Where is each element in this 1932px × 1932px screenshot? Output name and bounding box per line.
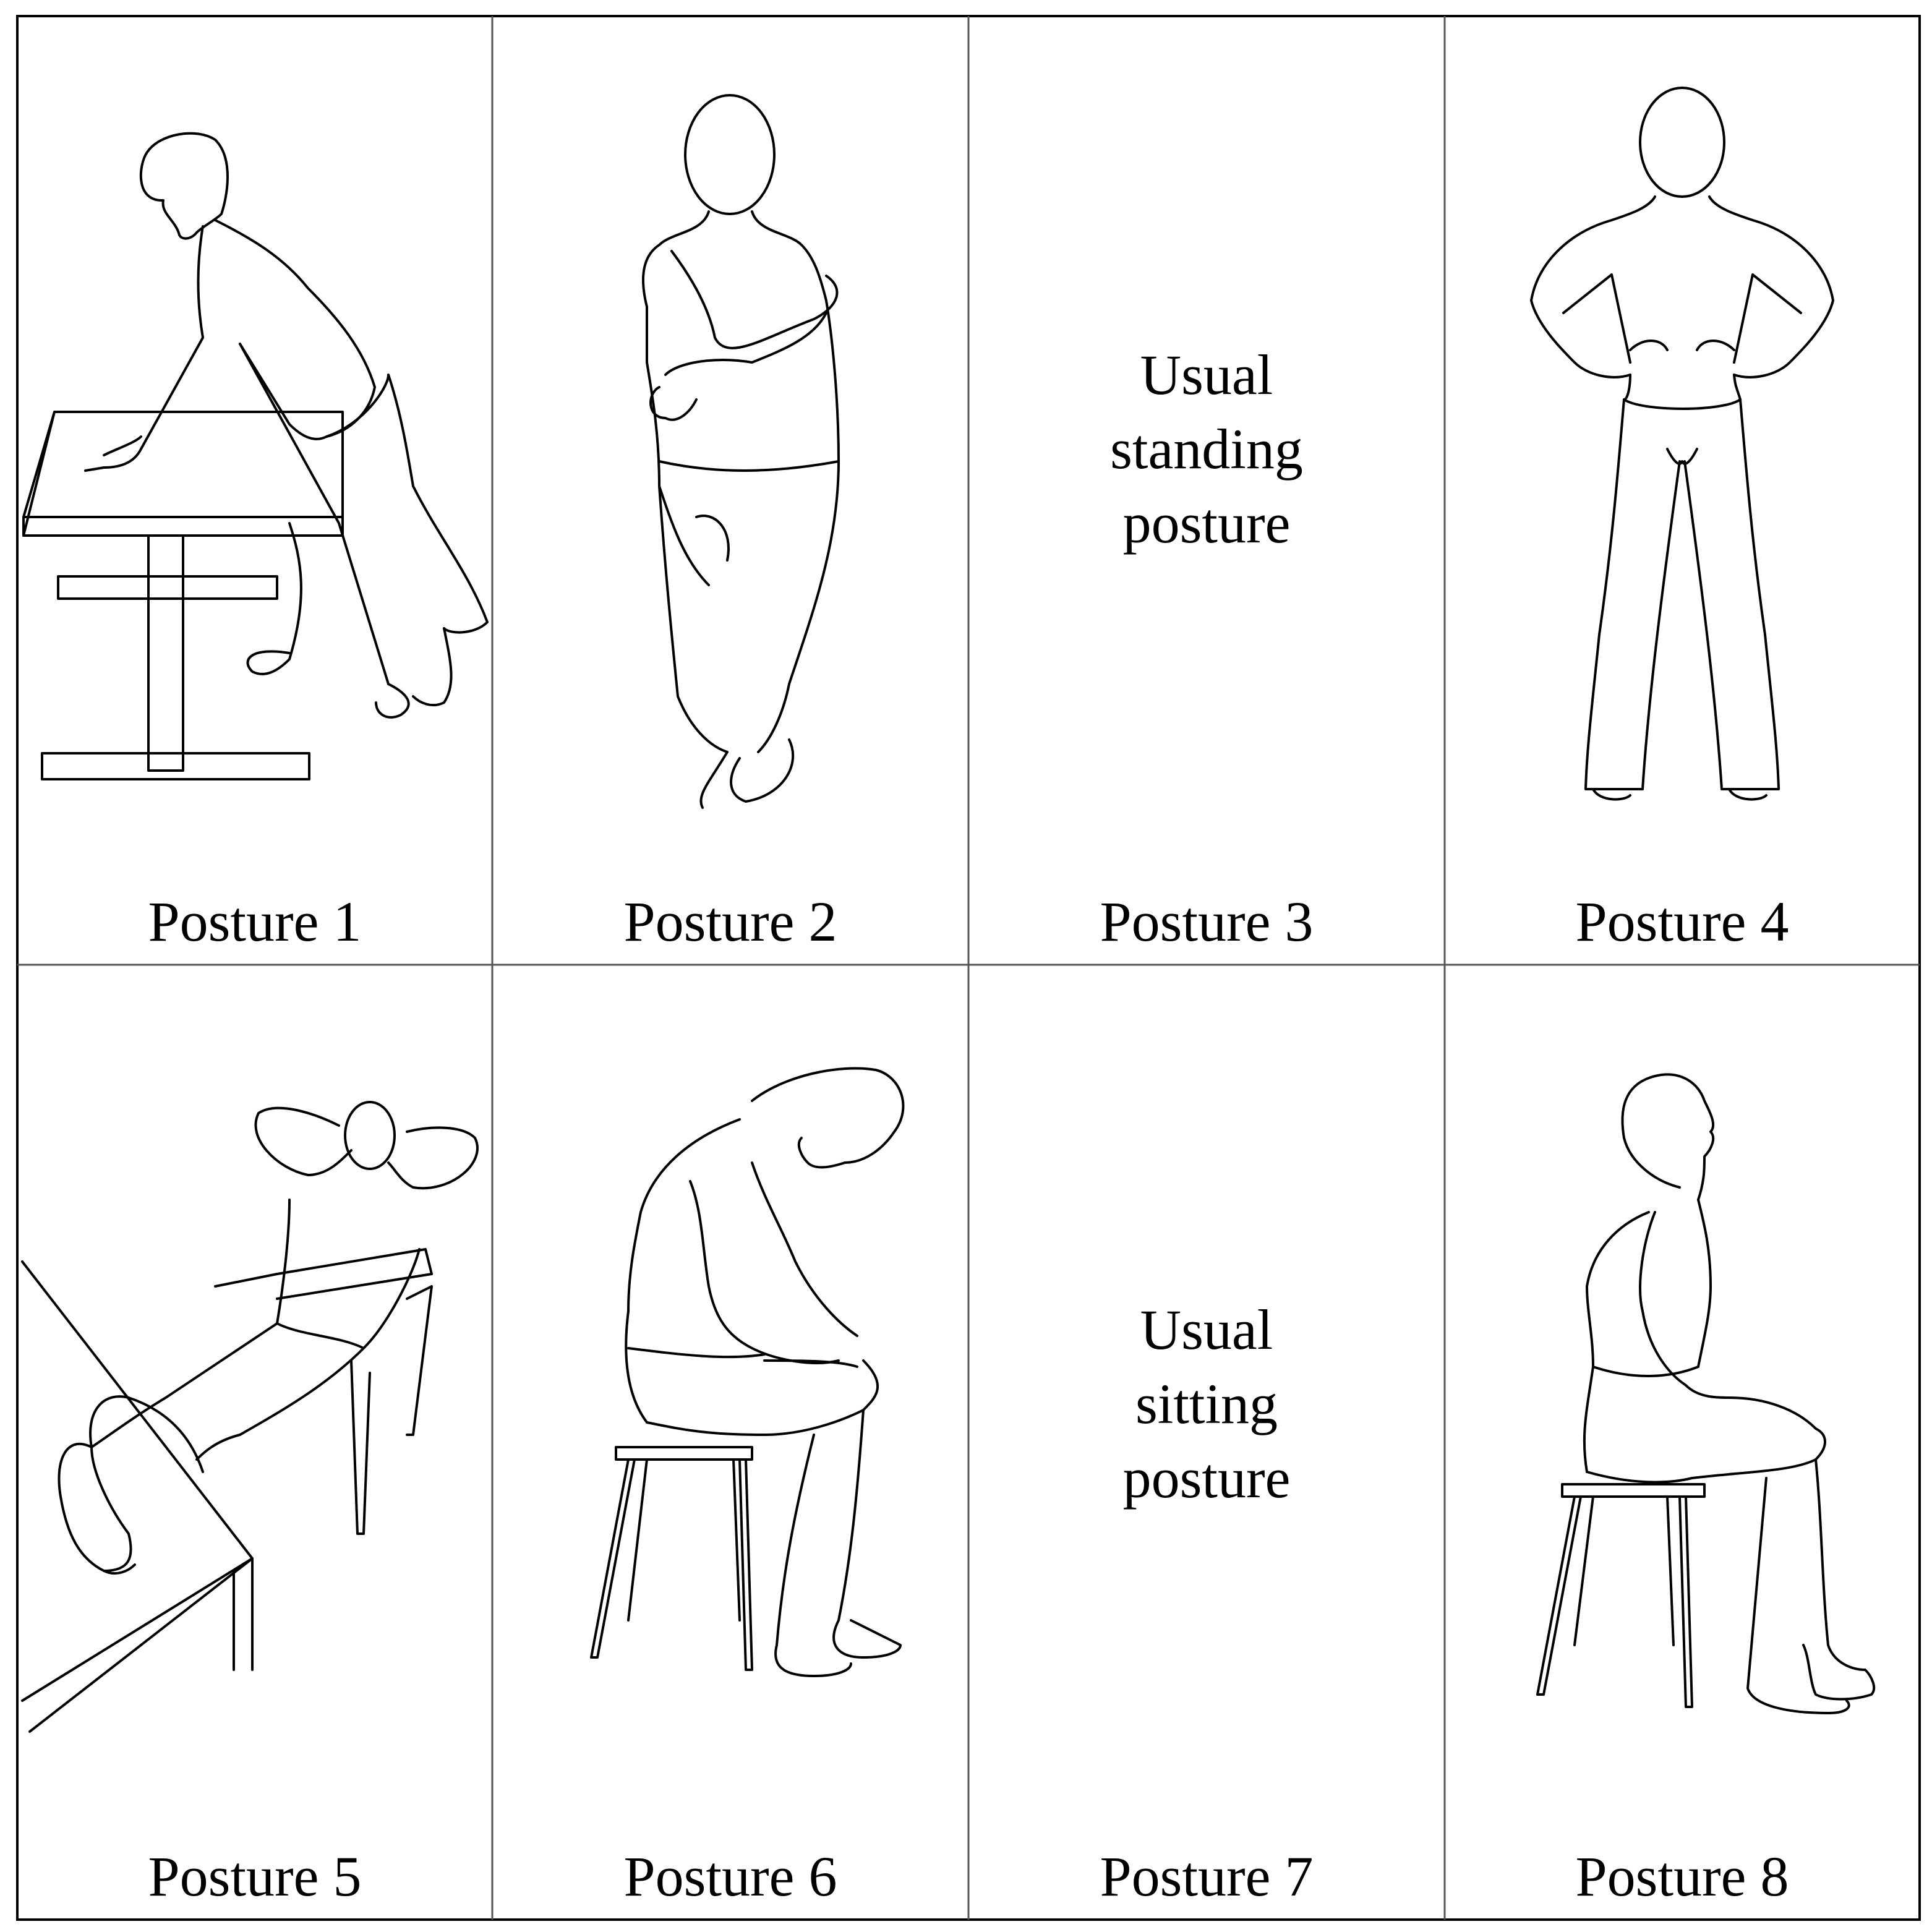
posture-cell-4: Posture 4 bbox=[1445, 16, 1920, 965]
posture-5-label: Posture 5 bbox=[148, 1845, 362, 1908]
slumped-sitting-figure bbox=[590, 1067, 905, 1677]
leaning-on-table-figure bbox=[22, 132, 489, 780]
posture-cell-6: Posture 6 bbox=[492, 965, 968, 1920]
posture-2-label: Posture 2 bbox=[623, 890, 837, 953]
posture-7-label: Posture 7 bbox=[1100, 1845, 1314, 1908]
posture-8-label: Posture 8 bbox=[1575, 1845, 1789, 1908]
caption-line: Usual bbox=[1140, 1298, 1273, 1361]
caption-line: standing bbox=[1110, 417, 1303, 481]
posture-1-label: Posture 1 bbox=[148, 890, 362, 953]
arms-crossed-legs-crossed-figure bbox=[642, 94, 840, 809]
caption-line: posture bbox=[1122, 492, 1291, 555]
reclining-feet-on-table-figure bbox=[21, 1101, 479, 1733]
posture-7-caption: Usual sitting posture bbox=[968, 1293, 1445, 1515]
posture-3-caption: Usual standing posture bbox=[968, 338, 1445, 560]
posture-3-label: Posture 3 bbox=[1100, 890, 1314, 953]
posture-cell-2: Posture 2 bbox=[492, 16, 968, 965]
posture-cell-3: Usual standing posture Posture 3 bbox=[968, 16, 1445, 965]
upright-sitting-figure bbox=[1536, 1073, 1876, 1714]
caption-line: sitting bbox=[1135, 1372, 1278, 1435]
posture-4-label: Posture 4 bbox=[1575, 890, 1789, 953]
posture-cell-7: Usual sitting posture Posture 7 bbox=[968, 965, 1445, 1920]
posture-cell-1: Posture 1 bbox=[17, 16, 492, 965]
posture-cell-5: Posture 5 bbox=[17, 965, 492, 1920]
posture-6-label: Posture 6 bbox=[623, 1845, 837, 1908]
caption-line: posture bbox=[1122, 1447, 1291, 1510]
caption-line: Usual bbox=[1140, 343, 1273, 406]
posture-cell-8: Posture 8 bbox=[1445, 965, 1920, 1920]
hands-on-hips-figure bbox=[1530, 87, 1834, 801]
